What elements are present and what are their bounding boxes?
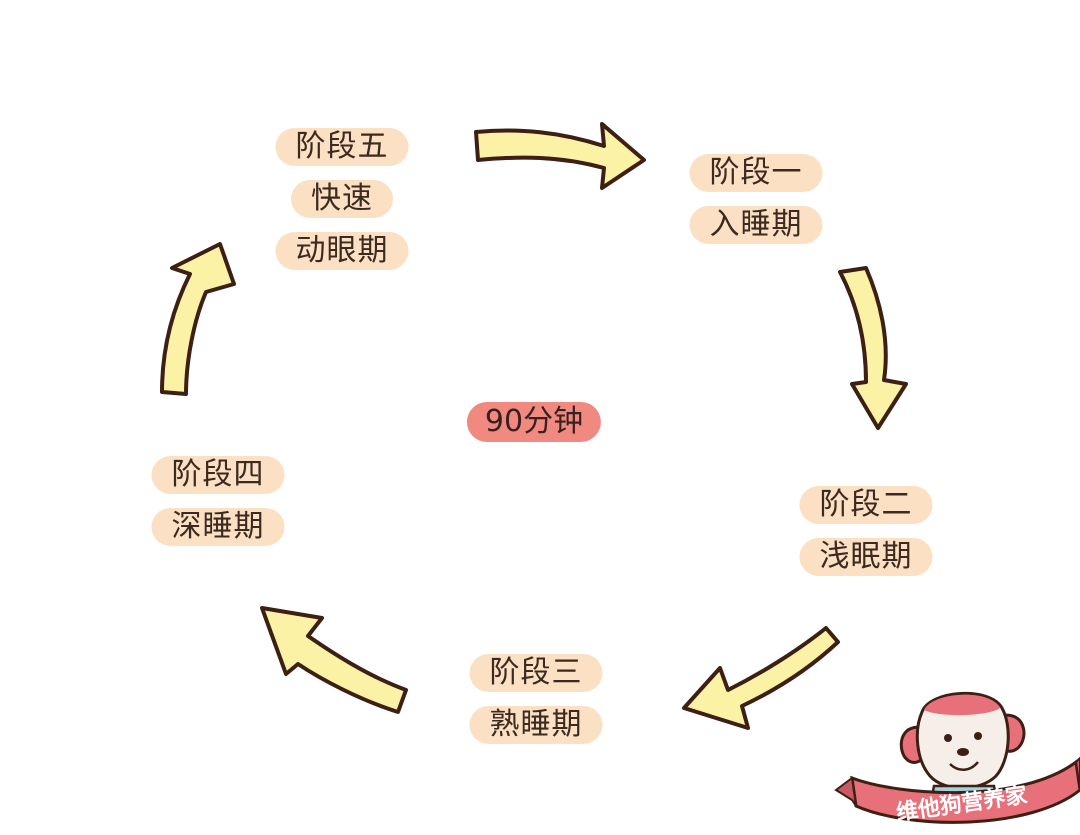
cycle-duration-label: 90分钟: [466, 402, 602, 442]
stage2-title: 阶段二: [799, 486, 933, 524]
stage3-name: 熟睡期: [469, 706, 603, 744]
stage3-title: 阶段三: [469, 654, 603, 692]
stage4-title: 阶段四: [151, 456, 285, 494]
stage5-name-line1: 快速: [291, 180, 393, 218]
stage5-name-line2: 动眼期: [275, 232, 409, 270]
arrow-stage4-to-stage5: [160, 242, 236, 396]
stage5-title: 阶段五: [275, 128, 409, 166]
arrow-stage3-to-stage4: [260, 606, 408, 714]
stage2-name: 浅眠期: [799, 538, 933, 576]
stage4-name: 深睡期: [151, 508, 285, 546]
arrow-stage2-to-stage3: [682, 626, 840, 730]
arrow-stage5-to-stage1: [474, 122, 646, 190]
arrow-stage1-to-stage2: [838, 266, 908, 430]
stage1-name: 入睡期: [689, 206, 823, 244]
stage1-title: 阶段一: [689, 154, 823, 192]
